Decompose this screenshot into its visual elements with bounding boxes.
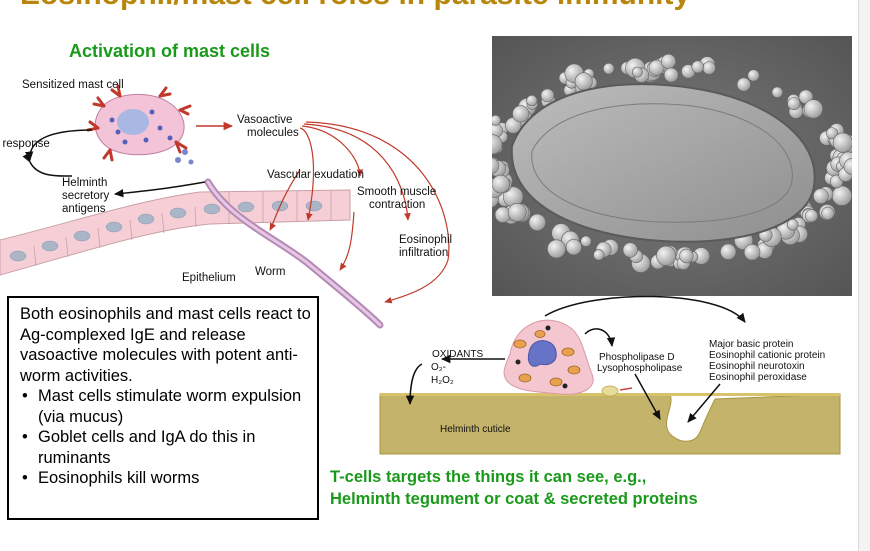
micrograph-image <box>492 36 852 296</box>
host-cell <box>691 60 705 74</box>
helminth-micrograph <box>492 36 852 296</box>
host-cell <box>565 239 582 256</box>
label-o2: O₂- <box>431 362 446 373</box>
summary-bullet: Eosinophils kill worms <box>20 468 317 489</box>
host-cell <box>512 105 530 123</box>
label-vasoactive: Vasoactive molecules <box>237 114 299 139</box>
host-cell <box>507 203 527 222</box>
host-cell <box>580 235 592 247</box>
label-helminth-cuticle: Helminth cuticle <box>440 424 511 435</box>
host-cell <box>492 157 500 174</box>
slide-title: Eosinophil/mast cell roles in parasite i… <box>20 0 690 12</box>
host-cell <box>661 53 677 69</box>
summary-box: Both eosinophils and mast cells react to… <box>7 296 319 520</box>
eosinophil-diagram <box>379 295 841 455</box>
host-cell <box>679 248 694 264</box>
host-cell <box>702 61 716 75</box>
host-cell <box>803 99 824 119</box>
host-cell <box>813 188 829 204</box>
host-cell <box>831 185 852 206</box>
host-cell <box>622 242 638 258</box>
label-worm: Worm <box>255 266 286 278</box>
label-oxidants: OXIDANTS <box>432 349 484 360</box>
host-cell <box>492 114 501 126</box>
host-cell <box>656 245 677 266</box>
label-granule-proteins: Major basic protein Eosinophil cationic … <box>709 339 826 383</box>
host-cell <box>743 244 761 261</box>
summary-bullets: Mast cells stimulate worm expulsion (via… <box>20 386 317 489</box>
host-cell <box>832 132 852 153</box>
host-cell <box>540 88 555 103</box>
host-cell <box>631 66 643 78</box>
host-cell <box>826 127 839 140</box>
host-cell <box>771 86 783 98</box>
activation-heading: Activation of mast cells <box>69 41 271 61</box>
host-cell <box>602 62 615 75</box>
host-cell <box>547 239 566 259</box>
host-cell <box>786 218 799 231</box>
host-cell <box>747 69 760 82</box>
label-smooth-muscle: Smooth muscle contraction <box>357 186 437 211</box>
host-cell <box>593 249 605 261</box>
label-epithelium: Epithelium <box>182 272 236 284</box>
host-cell <box>821 206 835 220</box>
host-cell <box>574 72 593 91</box>
label-vascular-exudation: Vascular exudation <box>267 169 364 181</box>
host-cell <box>492 134 503 155</box>
host-cell <box>720 243 737 260</box>
label-eosinophil-infiltration: Eosinophil infiltration <box>399 234 453 259</box>
mast-cell-diagram <box>0 84 450 329</box>
label-h2o2: H₂O₂ <box>431 375 454 386</box>
host-cell <box>663 67 679 83</box>
host-cell <box>843 158 852 175</box>
host-cell <box>528 213 546 231</box>
host-cell <box>648 59 665 76</box>
tcell-note: T-cells targets the things it can see, e… <box>330 468 698 508</box>
host-cell <box>492 174 510 194</box>
host-cell <box>526 94 538 107</box>
host-cell <box>804 209 818 223</box>
summary-bullet: Mast cells stimulate worm expulsion (via… <box>20 386 317 427</box>
host-cell <box>736 77 751 92</box>
label-helminth-antigens: Helminth secretory antigens <box>62 177 110 215</box>
label-enzymes: Phospholipase D Lysophospholipase <box>597 352 683 374</box>
label-ige-response: IgE response <box>0 138 50 150</box>
summary-intro: Both eosinophils and mast cells react to… <box>20 305 311 385</box>
label-sensitized-mast-cell: Sensitized mast cell <box>22 79 124 91</box>
summary-bullet: Goblet cells and IgA do this in ruminant… <box>20 427 317 468</box>
host-cell <box>787 97 801 111</box>
vertical-scrollbar[interactable] <box>858 0 870 551</box>
